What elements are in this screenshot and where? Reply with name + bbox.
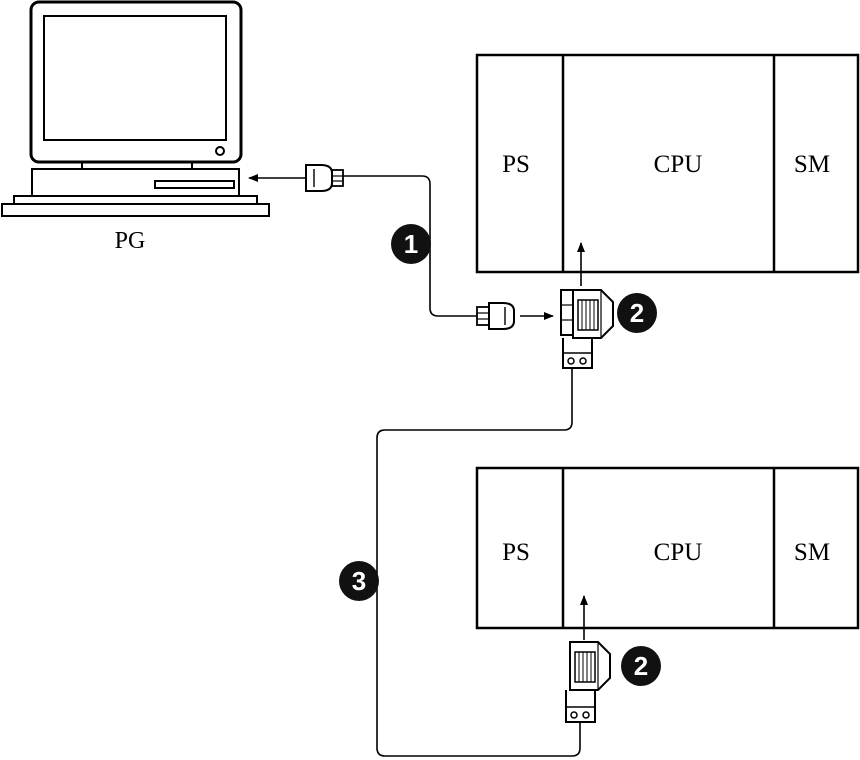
ps-module-label: PS	[502, 151, 530, 178]
computer-base	[1, 168, 270, 217]
monitor	[29, 0, 243, 170]
ps-module-label: PS	[502, 539, 530, 566]
callout-2-label: 2	[634, 651, 648, 681]
callout-2-bottom: 2	[621, 646, 661, 686]
callout-3-label: 3	[352, 566, 366, 596]
cable-3	[376, 368, 581, 757]
rack-frame	[475, 466, 860, 630]
callout-1: 1	[391, 224, 431, 264]
sub-d-plug-icon	[476, 302, 515, 330]
callout-1-label: 1	[404, 229, 418, 259]
pg-label: PG	[115, 228, 146, 254]
plc-rack-1: PS CPU SM	[475, 53, 860, 274]
cpu-module-label: CPU	[654, 539, 703, 566]
plc-rack-2: PS CPU SM	[475, 466, 860, 630]
keyboard	[1, 203, 270, 217]
rack-frame	[475, 53, 860, 274]
callout-2-label: 2	[630, 298, 644, 328]
bus-connector-2	[565, 595, 611, 723]
sub-d-plug-icon	[305, 164, 344, 192]
power-button-icon	[215, 146, 225, 156]
callout-2-top: 2	[617, 293, 657, 333]
sm-module-label: SM	[794, 151, 830, 178]
pg-computer: PG	[1, 0, 270, 254]
cpu-module-label: CPU	[654, 151, 703, 178]
disk-drive-slot	[154, 180, 235, 189]
bus-connector-1	[560, 242, 614, 369]
sm-module-label: SM	[794, 539, 830, 566]
callout-3: 3	[339, 561, 379, 601]
